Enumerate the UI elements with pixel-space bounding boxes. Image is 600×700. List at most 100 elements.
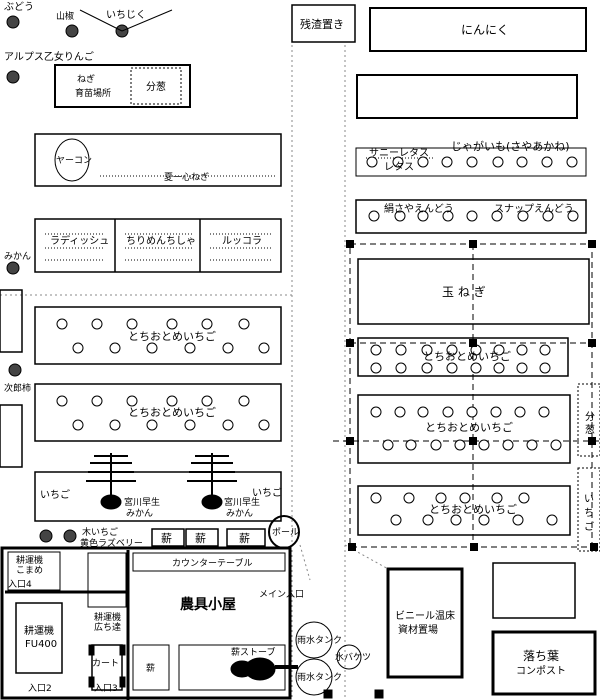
ichigo-label: いちご	[252, 486, 282, 499]
plant-dot	[446, 362, 458, 374]
rucola-label: ルッコラ	[222, 235, 262, 247]
plant-dot	[166, 318, 178, 330]
plant-dot	[493, 344, 505, 356]
plant-dot	[370, 362, 382, 374]
plant-dot	[566, 156, 578, 168]
plant-dot	[516, 156, 528, 168]
plant-dot	[422, 514, 434, 526]
plant-dot	[526, 439, 538, 451]
plant-dot	[541, 156, 553, 168]
plant-dot	[454, 439, 466, 451]
post	[323, 689, 333, 699]
mikan-tree	[86, 453, 136, 500]
plant-dot	[394, 210, 406, 222]
plant-dot	[430, 439, 442, 451]
plant-dot	[258, 342, 270, 354]
mikan-trunk	[201, 494, 223, 510]
hiro-label-2: 広ち達	[94, 621, 121, 633]
plant-dot	[441, 156, 453, 168]
plant-dot	[238, 395, 250, 407]
miyakawa-label-2: みかん	[226, 508, 253, 519]
komame-label-2: こまめ	[16, 565, 43, 576]
mikan-trunk	[100, 494, 122, 510]
plant-dot	[370, 406, 382, 418]
firewood-label: 薪	[195, 532, 206, 545]
firewood-box	[226, 528, 266, 547]
tunnel-post	[469, 437, 477, 445]
path-dotted	[344, 544, 391, 571]
potato-label: じゃがいも(さやあかね)	[451, 139, 570, 153]
negi-nursery-label-2: 育苗場所	[75, 87, 111, 99]
compost-label-2: コンポスト	[516, 665, 566, 677]
plant-dot	[450, 514, 462, 526]
tunnel-post	[346, 339, 354, 347]
miyakawa-label-1: 宮川早生	[224, 496, 260, 508]
rain-tank	[295, 621, 333, 659]
tunnel-post	[470, 543, 478, 551]
strawberry-bed-right	[357, 337, 569, 377]
plant-dot	[516, 362, 528, 374]
stove-body	[230, 660, 254, 678]
tunnel-post	[588, 339, 596, 347]
tunnel-post	[346, 437, 354, 445]
plant-dot	[146, 419, 158, 431]
salad-bed	[34, 218, 282, 273]
komame-label-1: 耕運機	[16, 554, 43, 566]
tool-shed	[0, 546, 292, 700]
empty-bed	[356, 74, 578, 119]
firewood-box	[185, 528, 219, 547]
miyakawa-label-1: 宮川早生	[124, 496, 160, 508]
kaki-label: 次郎柿	[4, 382, 31, 394]
plant-dot	[491, 210, 503, 222]
rain-tank-label: 雨水タンク	[297, 634, 342, 646]
plant-dot	[184, 419, 196, 431]
budou-tree	[6, 15, 20, 29]
vinyl-hotbed	[386, 567, 464, 679]
plant-dot	[91, 395, 103, 407]
komame-box	[7, 551, 61, 591]
plant-dot	[446, 344, 458, 356]
plant-dot	[490, 406, 502, 418]
plant-dot	[166, 395, 178, 407]
plant-dot	[395, 362, 407, 374]
plant-dot	[516, 344, 528, 356]
lettuce-potato-bed	[355, 147, 587, 177]
ichigo-label: いちご	[40, 488, 70, 501]
strawberry-bed	[34, 383, 282, 442]
fu400-label-2: FU400	[25, 639, 57, 650]
mixed-bed	[34, 471, 282, 522]
plant-dot	[392, 156, 404, 168]
stove-label: 薪ストーブ	[231, 646, 275, 658]
tamanegi-bed	[357, 258, 590, 325]
plant-dot	[417, 406, 429, 418]
plant-dot	[550, 439, 562, 451]
yacon-label: ヤーコン	[56, 156, 92, 166]
sansho-label: 山椒	[56, 10, 74, 22]
left-edge-box	[0, 404, 23, 468]
plant-dot	[417, 210, 429, 222]
budou-label: ぶどう	[4, 1, 34, 13]
plant-dot	[542, 210, 554, 222]
fu400-label-1: 耕運機	[24, 624, 54, 637]
tunnel-post	[469, 240, 477, 248]
kiichigo-bush	[39, 529, 53, 543]
snap-label: スナップえんどう	[494, 203, 574, 215]
water-bucket	[336, 644, 362, 670]
ichigo-v-label-3: ご	[584, 520, 594, 533]
tunnel-post	[588, 240, 596, 248]
apple-tree	[6, 70, 20, 84]
strawberry-bed-right	[357, 485, 571, 536]
plant-dot	[238, 318, 250, 330]
mikan-side-tree	[6, 261, 20, 275]
plant-dot	[442, 406, 454, 418]
plant-dot	[146, 342, 158, 354]
plant-dot	[382, 439, 394, 451]
plant-dot	[539, 344, 551, 356]
plant-dot	[109, 342, 121, 354]
kinusaya-label: 絹さやえんどう	[384, 202, 454, 215]
cart-wheel	[119, 676, 126, 688]
radish-label: ラディッシュ	[50, 234, 109, 247]
path-dotted	[299, 544, 311, 581]
lettuce-label: レタス	[384, 161, 414, 173]
ichigo-v-label-1: い	[584, 494, 594, 505]
